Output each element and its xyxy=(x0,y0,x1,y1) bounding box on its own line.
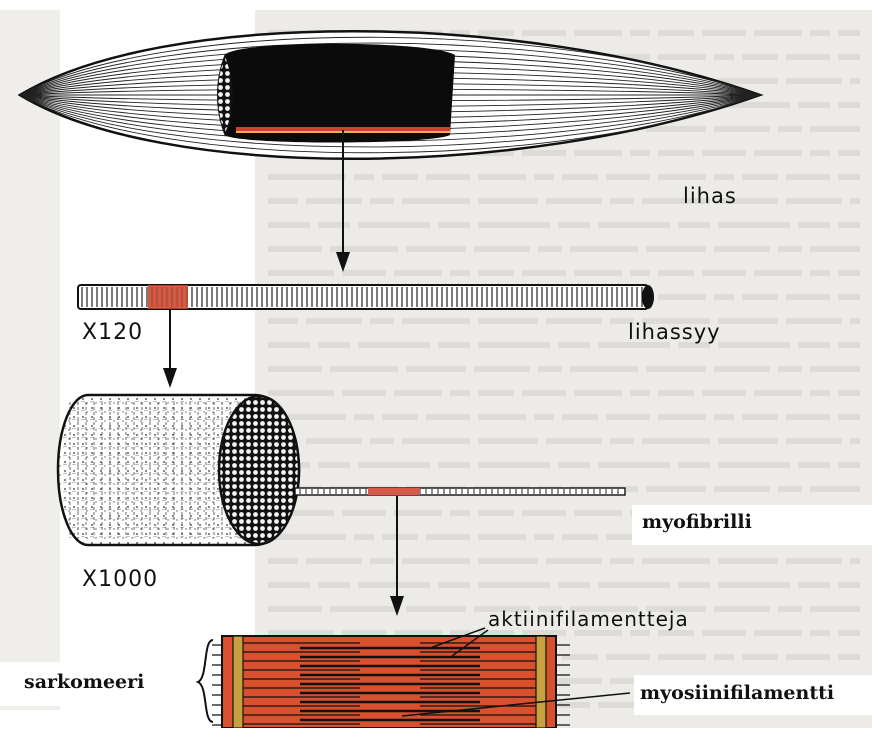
fiber-cylinder-illustration xyxy=(58,395,299,545)
magnification-x1000-label: X1000 xyxy=(82,567,158,592)
fiber-highlight xyxy=(148,285,188,309)
fiber-end xyxy=(642,285,654,309)
sarcomere-label: sarkomeeri xyxy=(24,671,144,693)
cylinder-cross-section xyxy=(219,396,299,544)
magnification-x120-label: X120 xyxy=(82,320,143,345)
myofibril-label: myofibrilli xyxy=(642,511,752,533)
myofibril-highlight xyxy=(368,488,420,495)
muscle-fiber-illustration xyxy=(78,285,654,309)
muscle-label: lihas xyxy=(683,184,737,208)
sarcomere-body xyxy=(222,636,556,728)
paper-left-strip xyxy=(0,10,60,710)
myofibril-illustration xyxy=(295,488,625,495)
sarcomere-illustration xyxy=(212,636,570,728)
myosin-filament-label: myosiinifilamentti xyxy=(640,682,834,704)
z-disc-right xyxy=(536,636,546,728)
z-disc-left xyxy=(233,636,243,728)
muscle-fiber-label: lihassyy xyxy=(628,320,721,344)
actin-filaments-label: aktiinifilamentteja xyxy=(488,607,689,631)
